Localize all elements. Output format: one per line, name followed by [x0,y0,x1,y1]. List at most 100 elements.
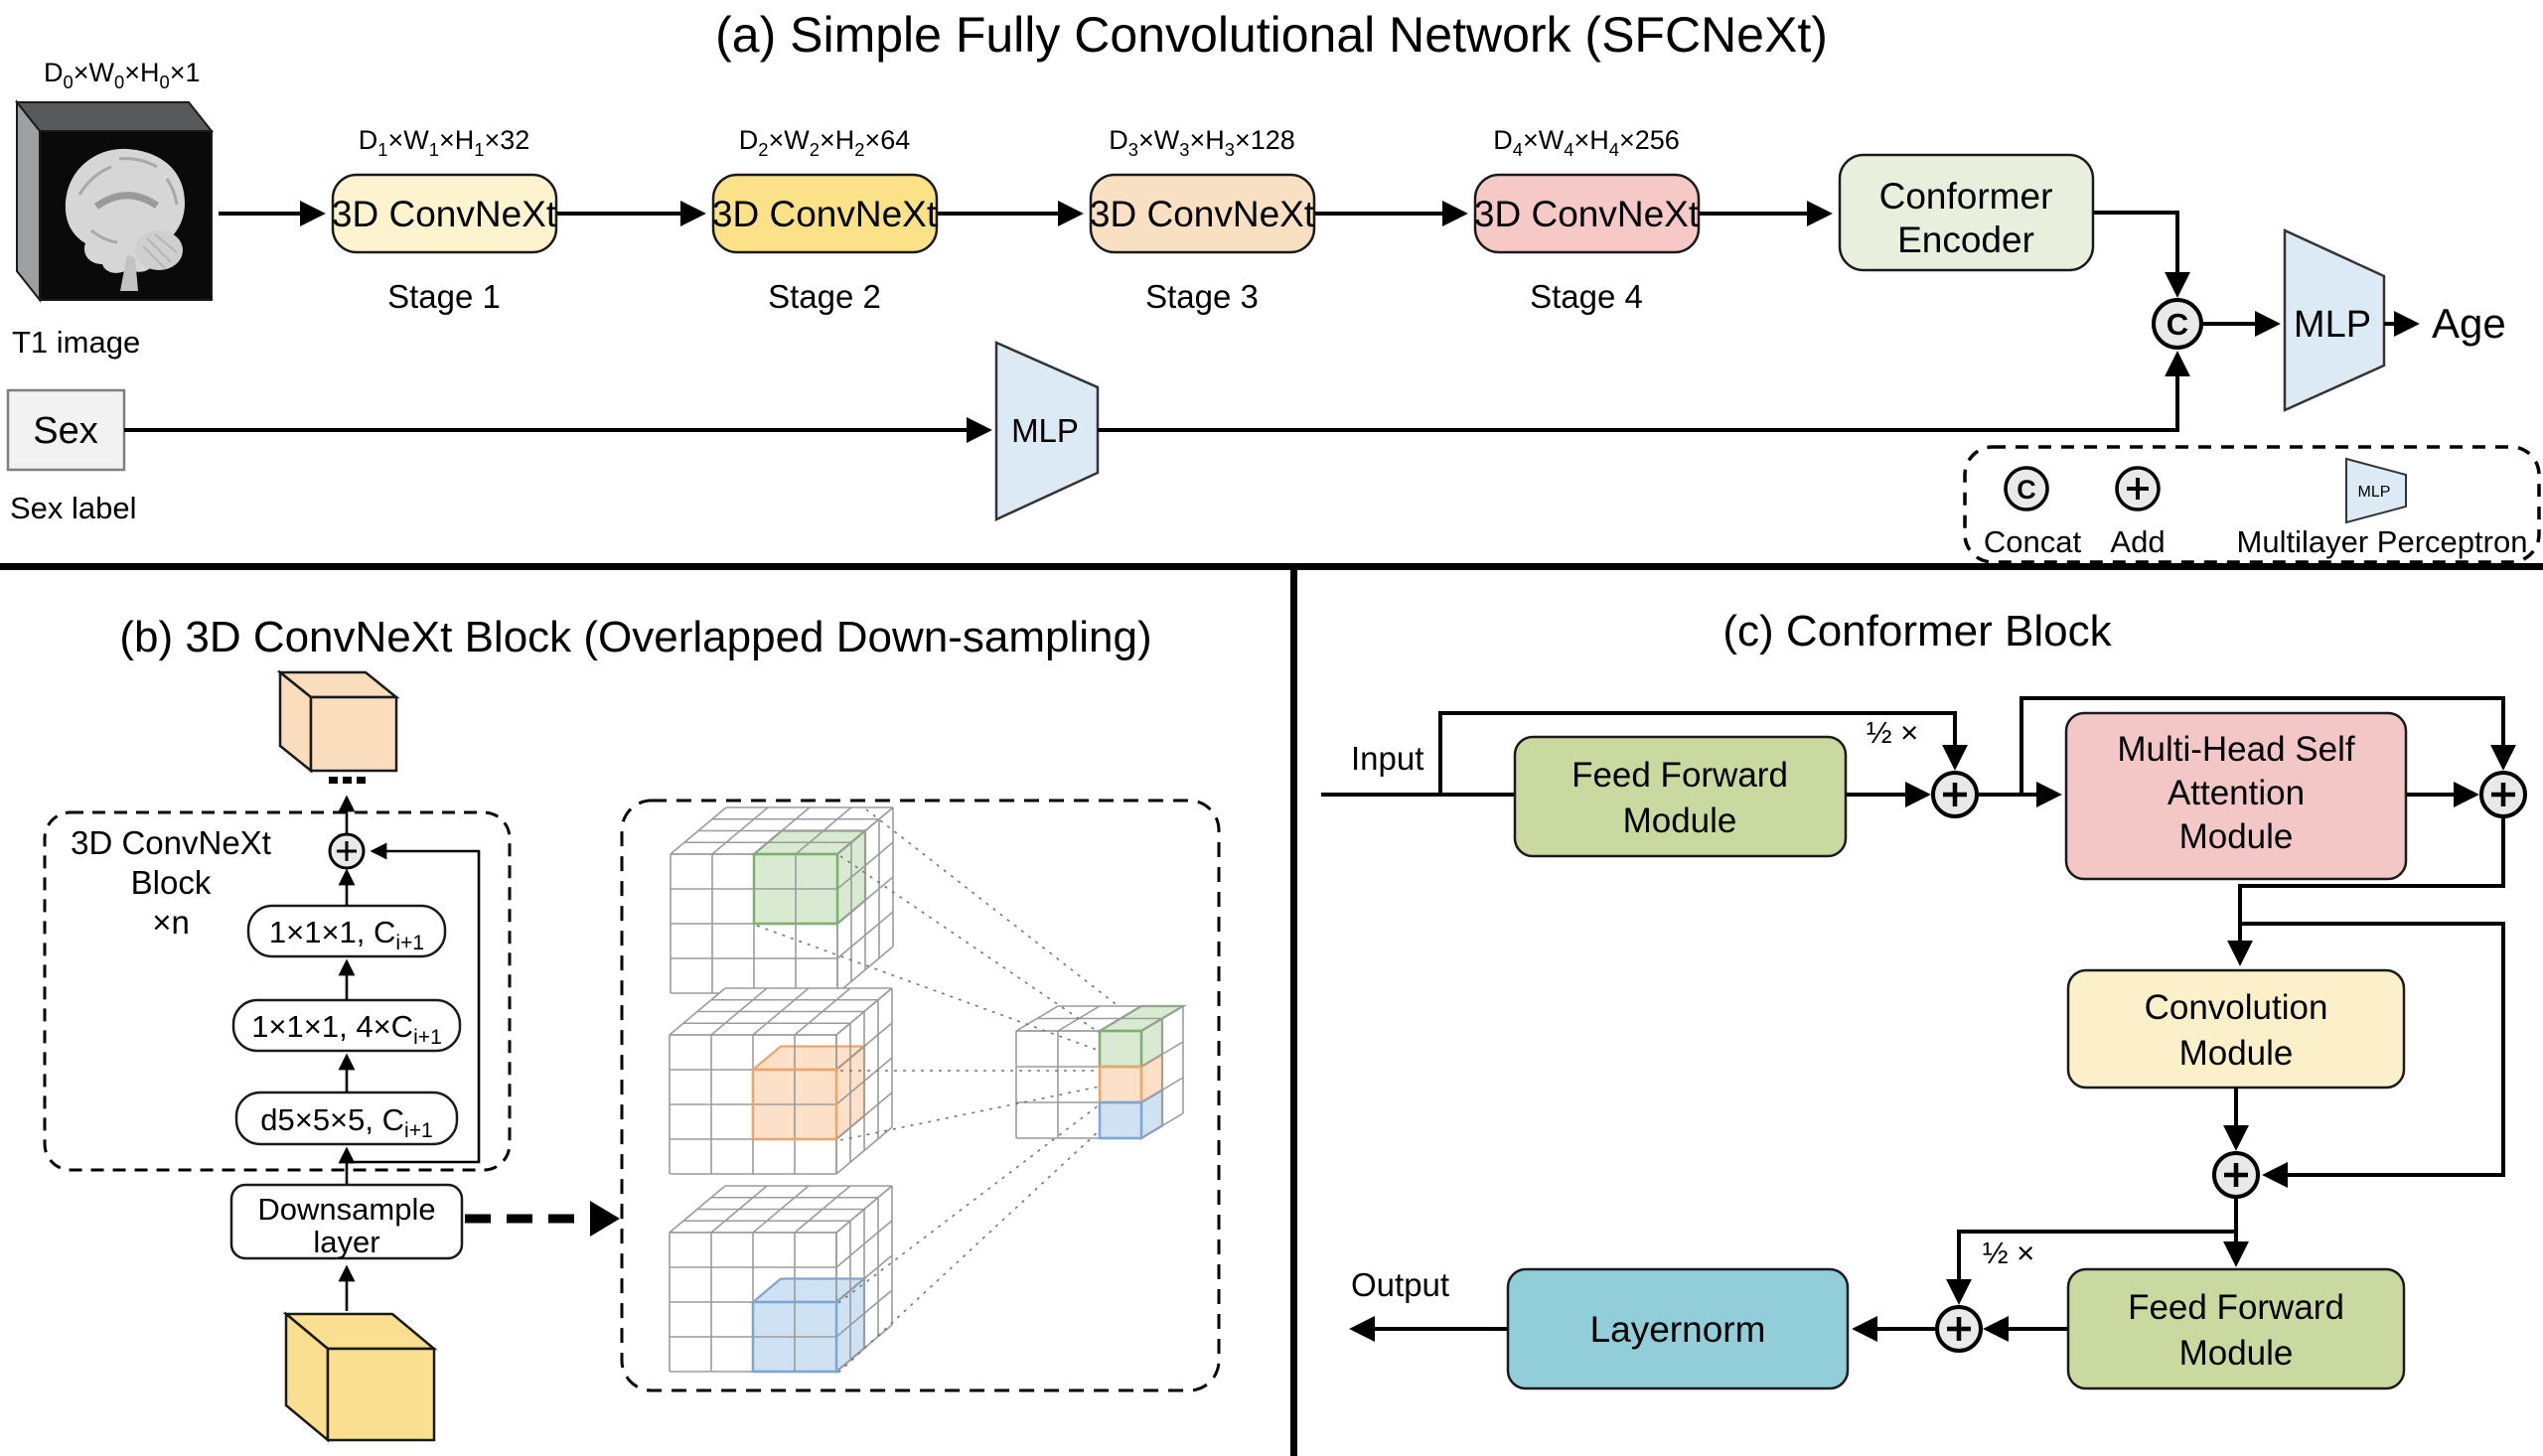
input-voxel-cube-1 [670,806,894,994]
layernorm-label: Layernorm [1590,1309,1766,1350]
input-dim-label: D0×W0×H0×1 [44,58,201,92]
conformer-encoder-box: Conformer Encoder [1838,153,2095,272]
add-node-2 [2479,771,2527,818]
legend-add-icon [2115,466,2161,511]
add-node-3 [2212,1151,2260,1199]
sex-caption: Sex label [10,491,137,525]
layernorm-box: Layernorm [1506,1267,1850,1390]
age-output-label: Age [2432,300,2506,347]
stage-4-dim-label: D4×W4×H4×256 [1493,125,1680,160]
stage-1-dim-label: D1×W1×H1×32 [359,125,530,160]
legend-concat-symbol: C [2017,475,2036,505]
t1-image-caption: T1 image [12,325,140,360]
panel-b: (b) 3D ConvNeXt Block (Overlapped Down-s… [43,613,1221,1443]
sex-input-box: Sex [6,388,126,472]
conformer-encoder-line2: Encoder [1897,219,2034,260]
conv3-label: d5×5×5, Ci+1 [260,1102,433,1142]
dividers [0,563,2543,1456]
brain-illustration [65,148,185,291]
convnext-block-outline [43,810,512,1172]
add-node-4 [1935,1305,1983,1353]
block-input-cube [282,1311,438,1443]
panel-c-title: (c) Conformer Block [1722,607,2112,655]
block-label-line3: ×n [152,904,190,941]
voxel-grid-zone [669,806,1187,1375]
convolution-box: Convolution Module [2066,968,2406,1090]
stage-1: D1×W1×H1×32 3D ConvNeXt Stage 1 [331,125,558,315]
block-label-line1: 3D ConvNeXt [71,824,271,861]
conv1-label: 1×1×1, Ci+1 [269,915,424,954]
skip-mhsa [2019,696,2516,795]
vertical-divider [1290,563,1297,1456]
legend-add-label: Add [2110,524,2165,559]
stage-4: D4×W4×H4×256 3D ConvNeXt Stage 4 [1473,125,1701,315]
legend-mlp-icon: MLP [2345,457,2407,524]
stage-2-box-label: 3D ConvNeXt [712,194,938,234]
legend-mlp-symbol: MLP [2358,484,2391,501]
panel-c: (c) Conformer Block Input ½ × Feed Forwa… [1321,607,2527,1390]
ff1-line1: Feed Forward [1571,756,1788,795]
downsample-line2: layer [313,1225,379,1259]
mhsa-line3: Module [2179,817,2294,856]
stage-2-dim-label: D2×W2×H2×64 [739,125,911,160]
legend: C Concat Add MLP Multilayer Perceptron [1963,445,2541,564]
stage-3: D3×W3×H3×128 3D ConvNeXt Stage 3 [1089,125,1316,315]
panel-a: (a) Simple Fully Convolutional Network (… [6,7,2541,564]
mhsa-line1: Multi-Head Self [2117,730,2355,769]
stage-2: D2×W2×H2×64 3D ConvNeXt Stage 2 [711,125,939,315]
stage-3-name: Stage 3 [1145,278,1259,315]
block-label-line2: Block [131,864,212,901]
skip-connection [347,842,481,1164]
feed-forward-1-box: Feed Forward Module [1513,735,1848,858]
age-mlp-label: MLP [2294,304,2371,346]
stage-1-name: Stage 1 [387,278,501,315]
sex-mlp: MLP [994,341,1100,521]
arrow-encoder-concat [2093,211,2190,298]
stage-2-name: Stage 2 [768,278,881,315]
half-scale-label-2: ½ × [1983,1236,2035,1270]
stage-4-box-label: 3D ConvNeXt [1474,194,1700,234]
legend-mlp-label: Multilayer Perceptron [2237,524,2528,559]
skip-ff1 [1438,711,1968,795]
block-output-cube [276,669,400,774]
horizontal-divider [0,563,2543,570]
stage-4-name: Stage 4 [1530,278,1643,315]
downsample-detail-arrow [465,1201,620,1237]
skip-conv [2240,922,2505,1188]
stage-3-dim-label: D3×W3×H3×128 [1109,125,1295,160]
mhsa-line2: Attention [2168,774,2305,812]
stage-3-box-label: 3D ConvNeXt [1090,194,1315,234]
ff2-line1: Feed Forward [2128,1288,2344,1327]
legend-concat-icon [2004,466,2049,511]
conv2-label: 1×1×1, 4×Ci+1 [251,1009,442,1049]
add-node-1 [1931,771,1979,818]
add-node-block [328,832,366,870]
half-scale-label-1: ½ × [1867,715,1919,750]
legend-concat-label: Concat [1984,524,2082,559]
downsample-line1: Downsample [257,1192,435,1227]
sex-mlp-label: MLP [1011,412,1079,449]
input-voxel-cube-2 [669,987,893,1175]
concat-symbol: C [2167,307,2188,342]
skip-ff2 [1946,1230,2236,1305]
output-label: Output [1351,1266,1449,1303]
feed-forward-2-box: Feed Forward Module [2066,1267,2406,1390]
output-voxel-cube [1015,1004,1187,1140]
conv-line1: Convolution [2145,988,2328,1027]
mhsa-box: Multi-Head Self Attention Module [2064,711,2408,881]
input-voxel-cube-3 [669,1185,893,1375]
ff2-line2: Module [2179,1334,2294,1373]
ellipsis-dots [329,777,366,784]
conv-line2: Module [2179,1034,2294,1073]
ff1-line2: Module [1623,801,1737,840]
downsample-box [229,1183,464,1260]
panel-a-title: (a) Simple Fully Convolutional Network (… [715,7,1828,63]
concat-node: C [2152,298,2203,350]
projection-lines [756,808,1121,1374]
t1-image-cube [14,99,215,303]
age-mlp: MLP [2283,228,2386,412]
panel-b-title: (b) 3D ConvNeXt Block (Overlapped Down-s… [119,613,1151,661]
sex-box-label: Sex [33,410,97,452]
